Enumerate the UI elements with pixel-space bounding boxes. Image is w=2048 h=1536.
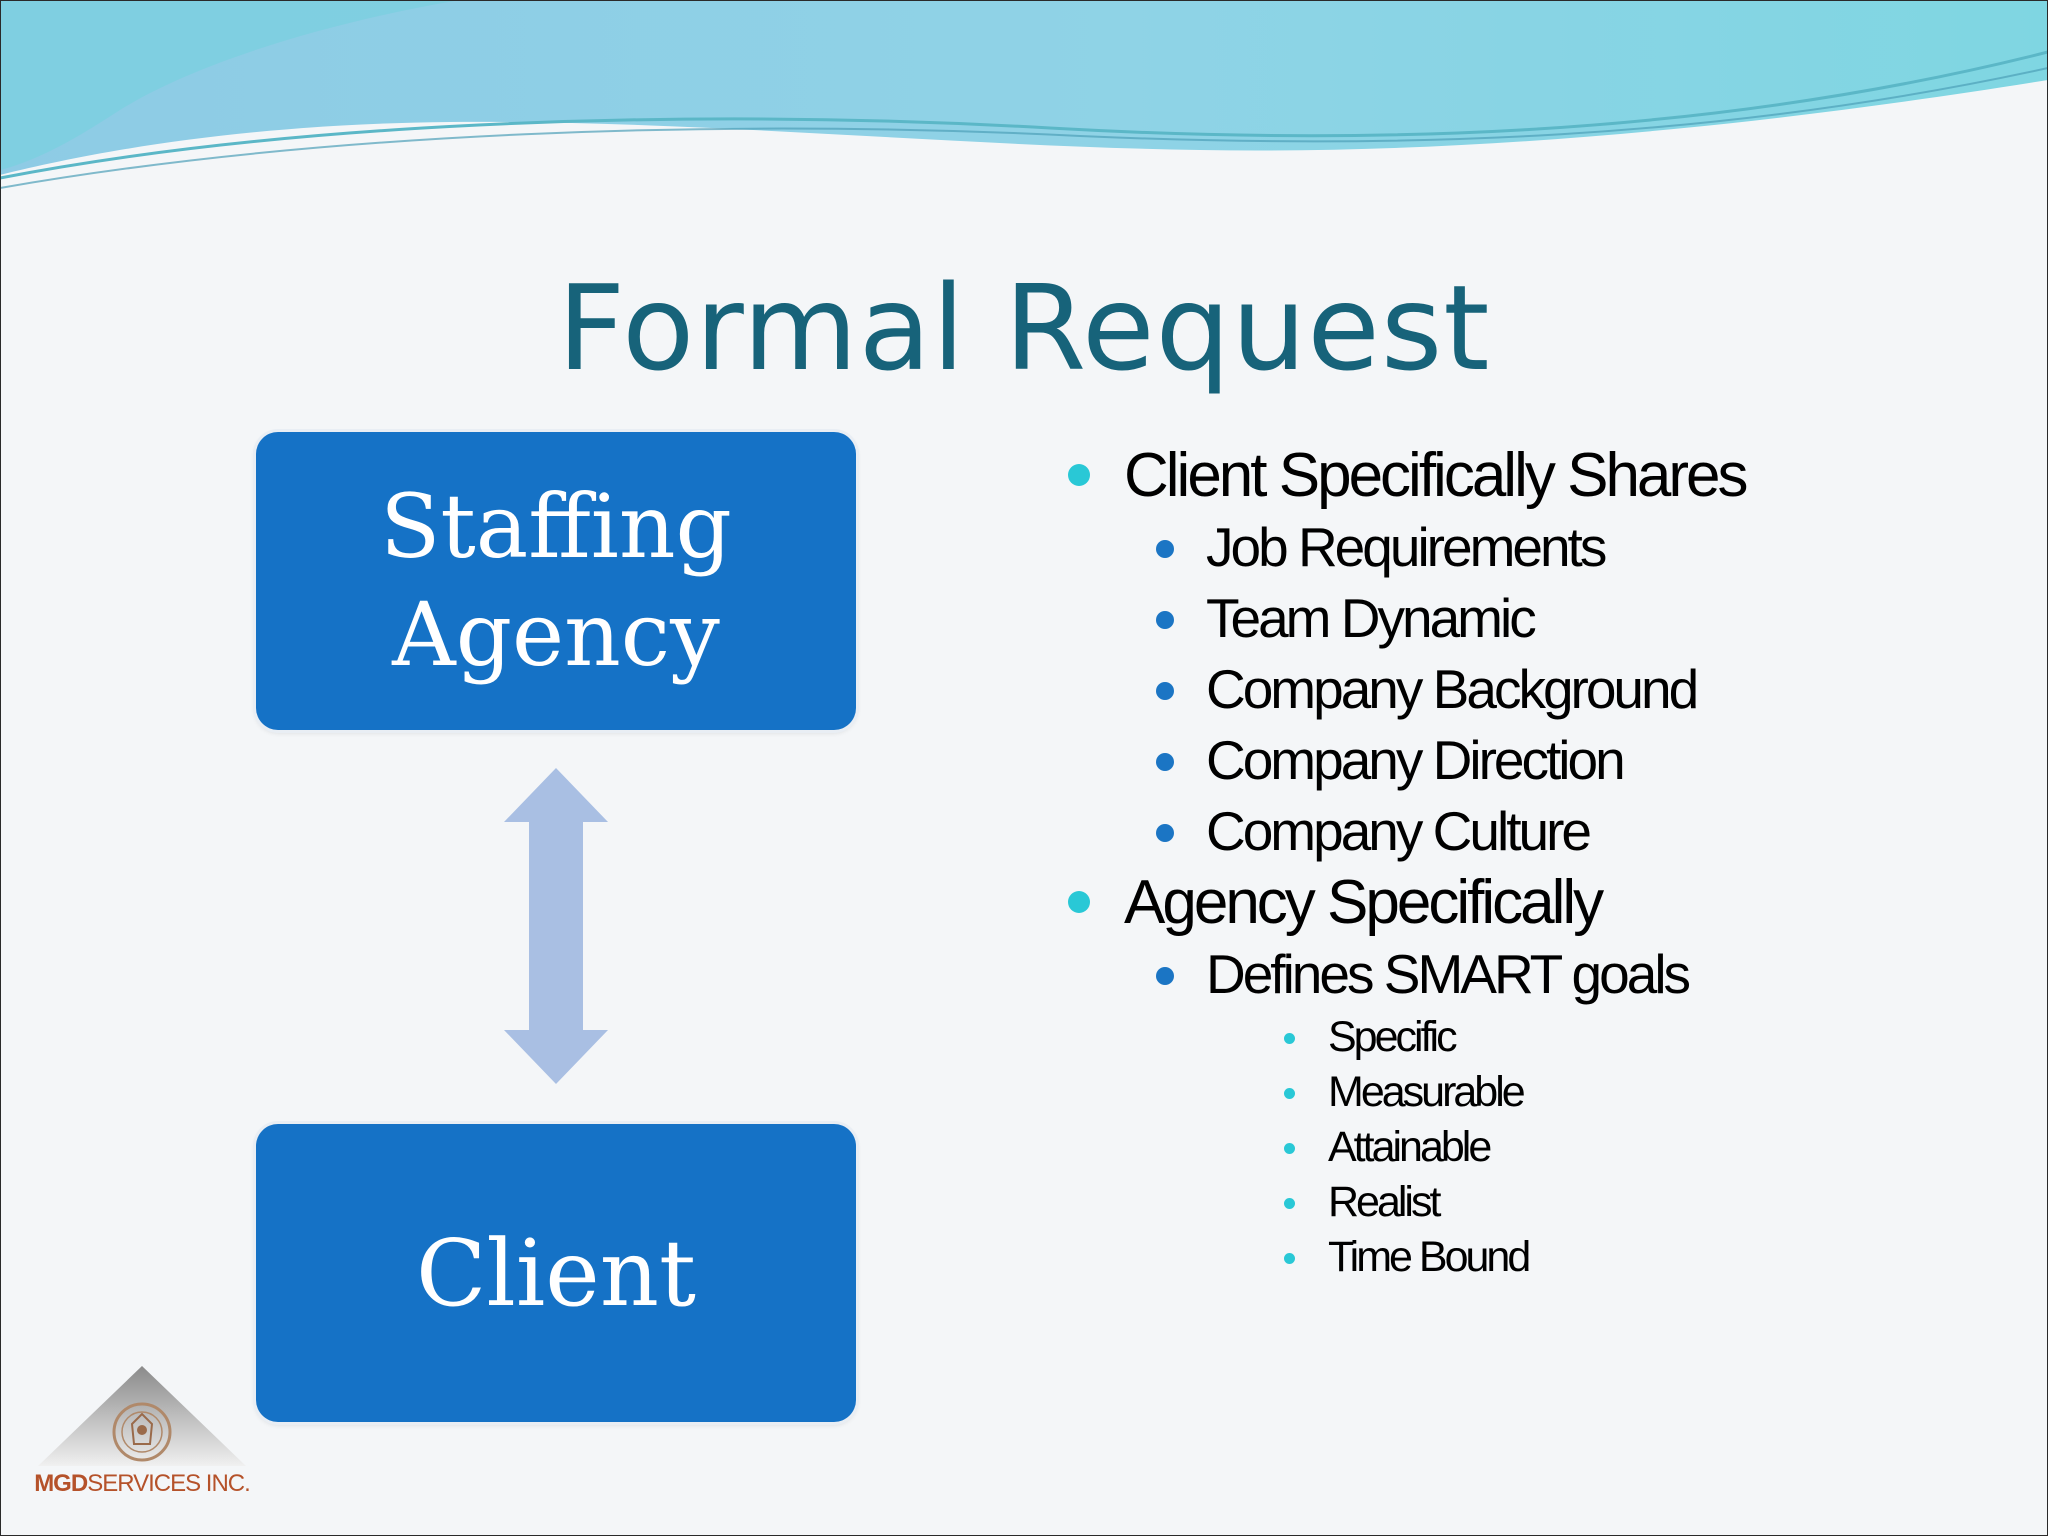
- bullet-text: Specific: [1328, 1013, 1458, 1061]
- bullet-dot-icon: [1156, 967, 1174, 985]
- bullet-dot-icon: [1284, 1198, 1295, 1209]
- bullet-item: Specific: [1060, 1010, 2020, 1065]
- bullet-text: Measurable: [1328, 1068, 1526, 1116]
- bullet-text: Job Requirements: [1206, 516, 1607, 578]
- bullet-dot-icon: [1284, 1033, 1295, 1044]
- bullet-dot-icon: [1156, 611, 1174, 629]
- bullet-item: Attainable: [1060, 1120, 2020, 1175]
- client-box: Client: [256, 1124, 856, 1422]
- clan-crest-icon: [38, 1366, 246, 1466]
- bullet-item: Time Bound: [1060, 1230, 2020, 1285]
- bullet-list: Client Specifically Shares Job Requireme…: [1060, 440, 2020, 1285]
- staffing-agency-line2: Agency: [392, 583, 720, 686]
- bullet-item: Measurable: [1060, 1065, 2020, 1120]
- bullet-text: Company Background: [1206, 658, 1699, 720]
- bullet-dot-icon: [1156, 753, 1174, 771]
- bullet-item: Job Requirements: [1060, 512, 2020, 583]
- bullet-text: Team Dynamic: [1206, 587, 1537, 649]
- bullet-text: Agency Specifically: [1124, 868, 1604, 937]
- bullet-dot-icon: [1156, 540, 1174, 558]
- bullet-item: Team Dynamic: [1060, 583, 2020, 654]
- bullet-dot-icon: [1284, 1253, 1295, 1264]
- staffing-agency-line1: Staffing: [380, 475, 732, 578]
- slide-title: Formal Request: [557, 259, 1491, 397]
- bullet-item: Agency Specifically: [1060, 867, 2020, 939]
- bullet-text: Attainable: [1328, 1123, 1492, 1171]
- logo-suffix: SERVICES INC.: [87, 1470, 251, 1497]
- bullet-text: Company Direction: [1206, 729, 1626, 791]
- bullet-item: Company Culture: [1060, 796, 2020, 867]
- bullet-dot-icon: [1156, 682, 1174, 700]
- bullet-item: Client Specifically Shares: [1060, 440, 2020, 512]
- bullet-text: Defines SMART goals: [1206, 943, 1691, 1005]
- bullet-dot-icon: [1068, 891, 1090, 913]
- bullet-dot-icon: [1156, 824, 1174, 842]
- bullet-item: Company Background: [1060, 654, 2020, 725]
- bullet-dot-icon: [1284, 1088, 1295, 1099]
- double-arrow-icon: [504, 768, 608, 1084]
- header-wave-decoration: [0, 0, 2048, 189]
- bullet-text: Client Specifically Shares: [1124, 441, 1749, 510]
- company-logo: MGDSERVICES INC.: [34, 1362, 251, 1500]
- bullet-text: Company Culture: [1206, 800, 1592, 862]
- bullet-item: Company Direction: [1060, 725, 2020, 796]
- bullet-text: Realist: [1328, 1178, 1441, 1226]
- bullet-item: Defines SMART goals: [1060, 939, 2020, 1010]
- bullet-dot-icon: [1284, 1143, 1295, 1154]
- bullet-dot-icon: [1068, 464, 1090, 486]
- staffing-agency-box: Staffing Agency: [256, 432, 856, 730]
- logo-text: MGDSERVICES INC.: [34, 1470, 251, 1498]
- logo-brand: MGD: [34, 1470, 88, 1497]
- client-label: Client: [416, 1219, 696, 1327]
- bullet-text: Time Bound: [1328, 1233, 1531, 1281]
- bullet-item: Realist: [1060, 1175, 2020, 1230]
